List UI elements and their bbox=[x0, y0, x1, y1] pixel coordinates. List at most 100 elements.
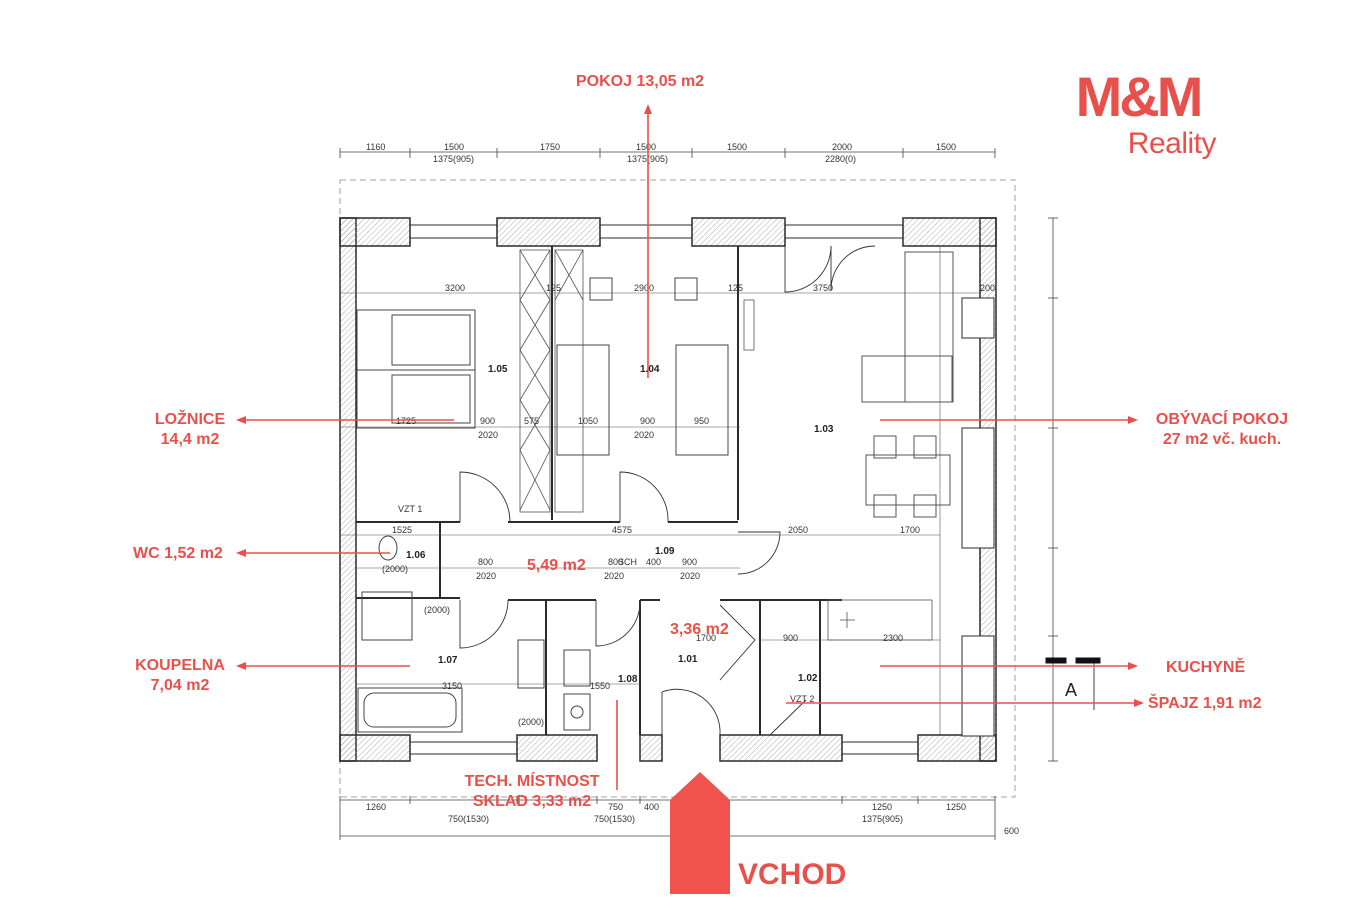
svg-text:600: 600 bbox=[1004, 826, 1019, 836]
brand-sub: Reality bbox=[1127, 127, 1217, 160]
right-windows bbox=[961, 297, 995, 737]
room-numbers: 1.05 1.04 1.03 1.06 1.09 1.07 1.08 1.01 … bbox=[406, 364, 834, 685]
brand-name: M&M bbox=[1075, 65, 1204, 128]
svg-text:2020: 2020 bbox=[478, 430, 498, 440]
svg-text:1725: 1725 bbox=[396, 416, 416, 426]
room-number: 1.07 bbox=[438, 655, 458, 666]
svg-text:125: 125 bbox=[728, 283, 743, 293]
outline-dashed bbox=[339, 179, 1016, 798]
room-number: 1.08 bbox=[618, 674, 638, 685]
wardrobes bbox=[519, 249, 584, 513]
label-wc: WC 1,52 m2 bbox=[133, 545, 223, 562]
label-koupelna: KOUPELNA 7,04 m2 bbox=[120, 656, 240, 696]
label-vchod: VCHOD bbox=[738, 858, 847, 891]
interior-walls bbox=[356, 246, 842, 735]
svg-text:1375(905): 1375(905) bbox=[862, 814, 903, 824]
windows bbox=[410, 224, 918, 755]
svg-text:800: 800 bbox=[478, 557, 493, 567]
svg-text:750(1530): 750(1530) bbox=[594, 814, 635, 824]
label-obyvaci-name: OBÝVACÍ POKOJ bbox=[1155, 411, 1289, 428]
svg-text:900: 900 bbox=[783, 633, 798, 643]
svg-text:2020: 2020 bbox=[680, 571, 700, 581]
svg-text:750: 750 bbox=[608, 802, 623, 812]
leader-lines bbox=[244, 110, 1136, 790]
room-number: 1.01 bbox=[678, 654, 698, 665]
svg-text:4575: 4575 bbox=[612, 525, 632, 535]
desk-strip bbox=[743, 299, 755, 351]
svg-text:2020: 2020 bbox=[604, 571, 624, 581]
svg-text:2020: 2020 bbox=[634, 430, 654, 440]
svg-text:2000: 2000 bbox=[832, 142, 852, 152]
label-obyvaci: OBÝVACÍ POKOJ 27 m2 vč. kuch. bbox=[1140, 410, 1304, 450]
label-koupelna-area: 7,04 m2 bbox=[150, 677, 210, 694]
svg-text:400: 400 bbox=[644, 802, 659, 812]
room-number: 1.05 bbox=[488, 364, 508, 375]
svg-text:950: 950 bbox=[694, 416, 709, 426]
svg-text:1500: 1500 bbox=[727, 142, 747, 152]
dining-table bbox=[865, 435, 951, 518]
room-number: 1.06 bbox=[406, 550, 426, 561]
svg-text:3200: 3200 bbox=[445, 283, 465, 293]
top-dimension-texts: 1160 1500 1375(905) 1750 1500 1375(905) … bbox=[366, 142, 956, 164]
svg-text:1250: 1250 bbox=[872, 802, 892, 812]
room-number: 1.02 bbox=[798, 673, 818, 684]
svg-text:125: 125 bbox=[546, 283, 561, 293]
label-tech-name: TECH. MÍSTNOST bbox=[464, 773, 600, 790]
label-loznice-area: 14,4 m2 bbox=[160, 431, 220, 448]
svg-text:1260: 1260 bbox=[366, 802, 386, 812]
svg-text:1160: 1160 bbox=[366, 142, 385, 152]
label-koupelna-name: KOUPELNA bbox=[135, 657, 225, 674]
svg-text:1500: 1500 bbox=[936, 142, 956, 152]
svg-text:1700: 1700 bbox=[900, 525, 920, 535]
svg-text:(2000): (2000) bbox=[518, 717, 544, 727]
washing-machine bbox=[361, 591, 591, 731]
svg-text:3750: 3750 bbox=[813, 283, 833, 293]
interior-dimension-lines bbox=[340, 246, 980, 735]
svg-text:1250: 1250 bbox=[946, 802, 966, 812]
label-kuchyne: KUCHYNĚ bbox=[1166, 659, 1246, 676]
label-tech: TECH. MÍSTNOST SKLAD 3,33 m2 bbox=[452, 772, 612, 812]
svg-text:800: 800 bbox=[608, 557, 623, 567]
svg-text:2300: 2300 bbox=[883, 633, 903, 643]
toilet bbox=[378, 535, 398, 561]
label-pokoj: POKOJ 13,05 m2 bbox=[576, 73, 705, 90]
brand-logo: M&M Reality bbox=[1058, 68, 1218, 160]
label-loznice: LOŽNICE 14,4 m2 bbox=[130, 410, 250, 450]
svg-text:(2000): (2000) bbox=[424, 605, 450, 615]
leader-arrows bbox=[236, 104, 1144, 707]
svg-text:2280(0): 2280(0) bbox=[825, 154, 856, 164]
outer-walls bbox=[339, 217, 997, 762]
svg-text:400: 400 bbox=[646, 557, 661, 567]
bottom-dimension-chain bbox=[339, 796, 996, 840]
svg-text:SCH: SCH bbox=[618, 557, 637, 567]
svg-text:900: 900 bbox=[480, 416, 495, 426]
bottom-dimension-texts: 1260 750(1530) 750 750(1530) 400 1250 13… bbox=[366, 802, 1019, 836]
svg-text:1750: 1750 bbox=[540, 142, 560, 152]
svg-text:1375(905): 1375(905) bbox=[433, 154, 474, 164]
svg-text:2050: 2050 bbox=[788, 525, 808, 535]
double-bed bbox=[356, 309, 476, 429]
svg-text:2020: 2020 bbox=[476, 571, 496, 581]
svg-text:2900: 2900 bbox=[634, 283, 654, 293]
svg-text:1050: 1050 bbox=[578, 416, 598, 426]
room-number: 1.09 bbox=[655, 546, 675, 557]
sofa bbox=[861, 251, 954, 403]
single-beds bbox=[556, 277, 729, 456]
label-loznice-name: LOŽNICE bbox=[154, 411, 226, 428]
label-tech-area: SKLAD 3,33 m2 bbox=[472, 793, 592, 810]
svg-text:1500: 1500 bbox=[636, 142, 656, 152]
label-zadveri: 3,36 m2 bbox=[670, 621, 729, 638]
entrance-arrow bbox=[670, 772, 730, 894]
svg-text:1500: 1500 bbox=[444, 142, 464, 152]
svg-text:1700: 1700 bbox=[696, 633, 716, 643]
right-dimension-chain bbox=[1048, 217, 1058, 762]
svg-text:200: 200 bbox=[980, 283, 995, 293]
room-number: 1.03 bbox=[814, 424, 834, 435]
svg-text:1525: 1525 bbox=[392, 525, 412, 535]
section-marker bbox=[1045, 657, 1101, 710]
room-number: 1.04 bbox=[640, 364, 660, 375]
svg-text:1550: 1550 bbox=[590, 681, 610, 691]
label-spajz: ŠPAJZ 1,91 m2 bbox=[1148, 695, 1262, 712]
